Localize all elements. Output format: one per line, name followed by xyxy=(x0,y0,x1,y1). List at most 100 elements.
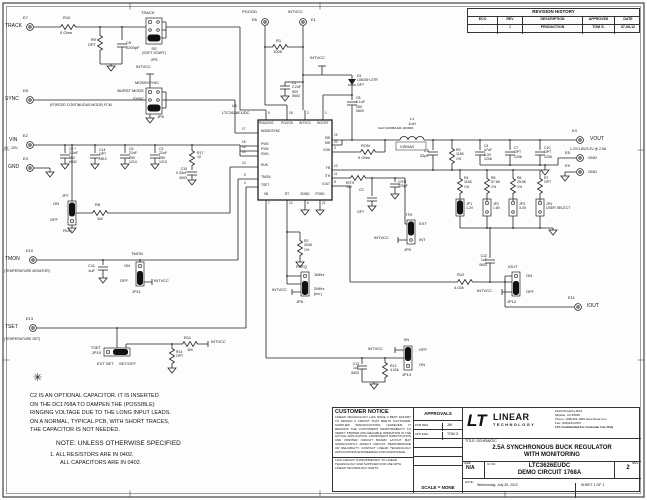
u1-pinnum-18: 18 xyxy=(289,111,293,115)
jumper-jp3 xyxy=(508,198,518,217)
u1-pinnum-10: 10 xyxy=(334,164,338,168)
u1-pinnum-16: 16 xyxy=(242,145,246,149)
approvals-row3 xyxy=(414,439,462,448)
u1-pin-von: VON xyxy=(323,148,330,152)
date-value: Wednesday, July 25, 2012 xyxy=(477,483,518,487)
u1-pin-tmon: TMON xyxy=(261,175,271,179)
u1-pin-modesync: MODE/SYNC xyxy=(261,129,281,133)
r12-ref: R12 xyxy=(457,272,465,277)
u1-pinnum-11: 11 xyxy=(334,172,338,176)
jp9-ref: JP9 xyxy=(404,247,411,252)
logo-technology: TECHNOLOGY xyxy=(493,422,536,427)
e8-ref: E8 xyxy=(23,88,28,93)
approvals-row5 xyxy=(414,457,462,466)
u1-pin-rt: RT xyxy=(284,192,290,196)
rev-val-date: 07-06-12 xyxy=(620,25,635,29)
rev-val-approved: TOM G. xyxy=(583,25,615,34)
u1-pin-iin: IIN xyxy=(263,192,269,196)
customer-notice-divider xyxy=(333,456,413,458)
junction-dots xyxy=(64,26,546,359)
u1-pinnum-1: 1 xyxy=(325,111,327,115)
jp9-opt2: INT xyxy=(419,237,426,242)
rev-col-approved: APPROVED xyxy=(583,17,615,25)
jp6-opt1: BURST MODE xyxy=(117,88,144,93)
ron-ref: RON xyxy=(361,143,370,148)
u1-pin-pgnd: PGND xyxy=(315,192,325,196)
u1-pin-boost: BOOST xyxy=(317,121,329,125)
jp10-opt2: SET/OFF xyxy=(119,361,136,366)
e10-name: TMON xyxy=(5,256,20,262)
title-block-right: LT LINEAR TECHNOLOGY 1630 McCarthy Blvd.… xyxy=(463,408,641,498)
r12-value: 4.02k xyxy=(454,285,464,290)
approvals-row2-label: APP ENG xyxy=(415,432,429,436)
jp5-sub2: (SOFT-START) xyxy=(142,51,166,55)
note-1: 1. ALL RESISTORS ARE IN 0402. xyxy=(50,452,134,458)
u1-pin-fb: FB xyxy=(325,166,330,170)
u1-pin-pvin1: PVIN xyxy=(261,142,269,146)
rev-value: 2 xyxy=(626,465,630,471)
e1-ref: E1 xyxy=(311,17,316,22)
e5-ref: E5 xyxy=(565,150,570,155)
note-title: NOTE: UNLESS OTHERWISE SPECIFIED xyxy=(56,440,181,447)
company-address: 1630 McCarthy Blvd. Milpitas, CA 95035 P… xyxy=(555,409,614,429)
e9-ref: E9 xyxy=(565,163,570,168)
l1-part: IHLP-2020BZ-ER-1R0M01 xyxy=(378,126,414,130)
jumper-jp4 xyxy=(535,198,545,217)
e3-name: GND xyxy=(8,164,20,170)
note-2: ALL CAPACITORS ARE IN 0402. xyxy=(60,460,142,466)
u1-pinnum-17: 17 xyxy=(242,127,246,131)
vishay-box xyxy=(395,141,427,151)
u1-pin-tset: TSET xyxy=(261,183,270,187)
jp7-title: JP7 xyxy=(62,193,69,198)
jp8-opt1: 1MHz xyxy=(314,272,325,277)
l1-mfr: VISHAY xyxy=(400,144,415,149)
approvals-scale: SCALE = NONE xyxy=(421,485,455,490)
u1-pinnum-4: 4 xyxy=(244,181,246,185)
r10-ref: R10 xyxy=(63,15,71,20)
jp9-title: ITH xyxy=(406,212,413,217)
u1-pin-sw2: SW xyxy=(324,141,330,145)
u1-pinnum-19: 19 xyxy=(334,133,338,137)
e13-ref: E13 xyxy=(26,316,34,321)
lt-logo-mark: LT xyxy=(467,411,487,430)
icno-value: LTC3626EUDC xyxy=(528,463,571,469)
l1-ref: L1 xyxy=(409,116,415,121)
u1-pinnum-2: 2 xyxy=(307,111,309,115)
jp13-title: IIN xyxy=(404,337,410,342)
u1-pin-sgnd: SGND xyxy=(300,192,310,196)
jp5-sub1: SS xyxy=(151,46,157,51)
jp12-on: ON xyxy=(526,273,532,278)
circuit-value: DEMO CIRCUIT 1768A xyxy=(517,470,582,476)
revision-history-title: REVISION HISTORY xyxy=(468,9,639,17)
size-row: SIZE N/A IC NO. LTC3626EUDC DEMO CIRCUIT… xyxy=(463,461,641,479)
approvals: APPROVALS PCB DES JW APP ENG TOM G SCALE… xyxy=(414,408,463,493)
approvals-title: APPROVALS xyxy=(414,408,462,421)
rev-val-desc: PRODUCTION xyxy=(523,25,583,34)
jp12-title: IOUT xyxy=(508,264,518,269)
jp8-opt2b: (int.) xyxy=(314,291,322,296)
jumper-jp10 xyxy=(103,347,131,357)
e4-note: 1.2V/1.8V/3.3V @ 2.5A xyxy=(570,147,607,151)
jp13-intvcc: INTVCC xyxy=(368,346,383,351)
e2-range: 4V - 20V xyxy=(4,146,18,150)
u1-pinnum-3: 3 xyxy=(334,146,336,150)
e8-name: SYNC xyxy=(5,96,19,102)
u1-pin-pvin2: PVIN xyxy=(261,147,269,151)
u1-pin-run: RUN xyxy=(261,163,268,167)
jp6-ref: JP6 xyxy=(157,114,164,119)
ic-u1-outline xyxy=(257,119,333,201)
jumper-jp8 xyxy=(300,271,310,297)
